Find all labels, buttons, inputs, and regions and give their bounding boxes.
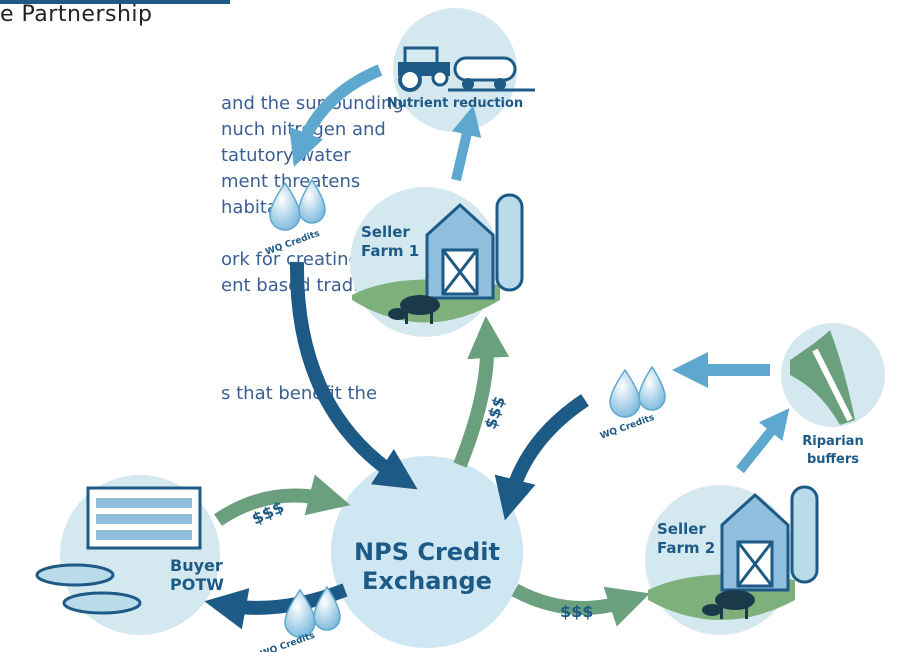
riparian-buffers-node: Riparian buffers [781,323,885,467]
seller-farm-2-label-line2: Farm 2 [657,539,715,557]
barn-icon [425,193,524,300]
wq-credits-drop-3: WQ Credits [259,585,341,652]
header-subtitle: e Partnership [0,2,153,27]
arrow-farm2-to-riparian [736,408,790,474]
wq-credits-drop-2: WQ Credits [599,365,666,442]
riparian-label-line2: buffers [807,452,859,467]
wq-credits-label-1: WQ Credits [264,229,321,258]
arrow-exchange-to-farm2 [511,583,650,627]
seller-farm-1-node: Seller Farm 1 [350,187,524,337]
exchange-label-line2: Exchange [362,567,492,595]
seller-farm-1-label-line2: Farm 1 [361,242,419,260]
cow-icon [388,295,440,324]
intro-line-4: ment threatens [221,171,361,192]
buyer-label-line1: Buyer [170,556,223,575]
seller-farm-1-label-line1: Seller [361,223,410,241]
barn-icon-2 [720,485,819,592]
arrow-exchange-to-farm1 [453,316,510,468]
wq-credits-drop-1: WQ Credits [264,178,326,258]
exchange-circle [331,456,523,648]
buyer-potw-node: Buyer POTW [35,475,224,635]
money-label-3: $$$ [560,602,593,621]
factory-icon [35,486,202,615]
arrow-farm1-to-nutrient [451,105,482,182]
nutrient-reduction-label: Nutrient reduction [387,96,523,111]
riparian-label-line1: Riparian [802,434,863,449]
arrow-credits-to-exchange [289,261,418,490]
arrow-potw-to-exchange [214,474,351,526]
seller-farm-2-label-line1: Seller [657,520,706,538]
arrow-nutrient-to-credits [289,64,383,167]
exchange-label-line1: NPS Credit [354,538,500,566]
arrow-credits2-to-exchange [494,394,589,521]
buyer-label-line2: POTW [170,575,224,594]
nutrient-reduction-node: Nutrient reduction [387,8,535,132]
tractor-icon [398,46,535,92]
seller-farm-2-node: Seller Farm 2 [645,485,819,635]
intro-line-6: ork for creating [221,249,360,270]
intro-line-8: s that benefit the [221,383,378,404]
header-bar [0,0,230,4]
intro-line-1: and the surrounding [221,93,404,114]
wq-credits-label-3: WQ Credits [259,631,316,652]
cow-icon-2 [702,590,755,619]
